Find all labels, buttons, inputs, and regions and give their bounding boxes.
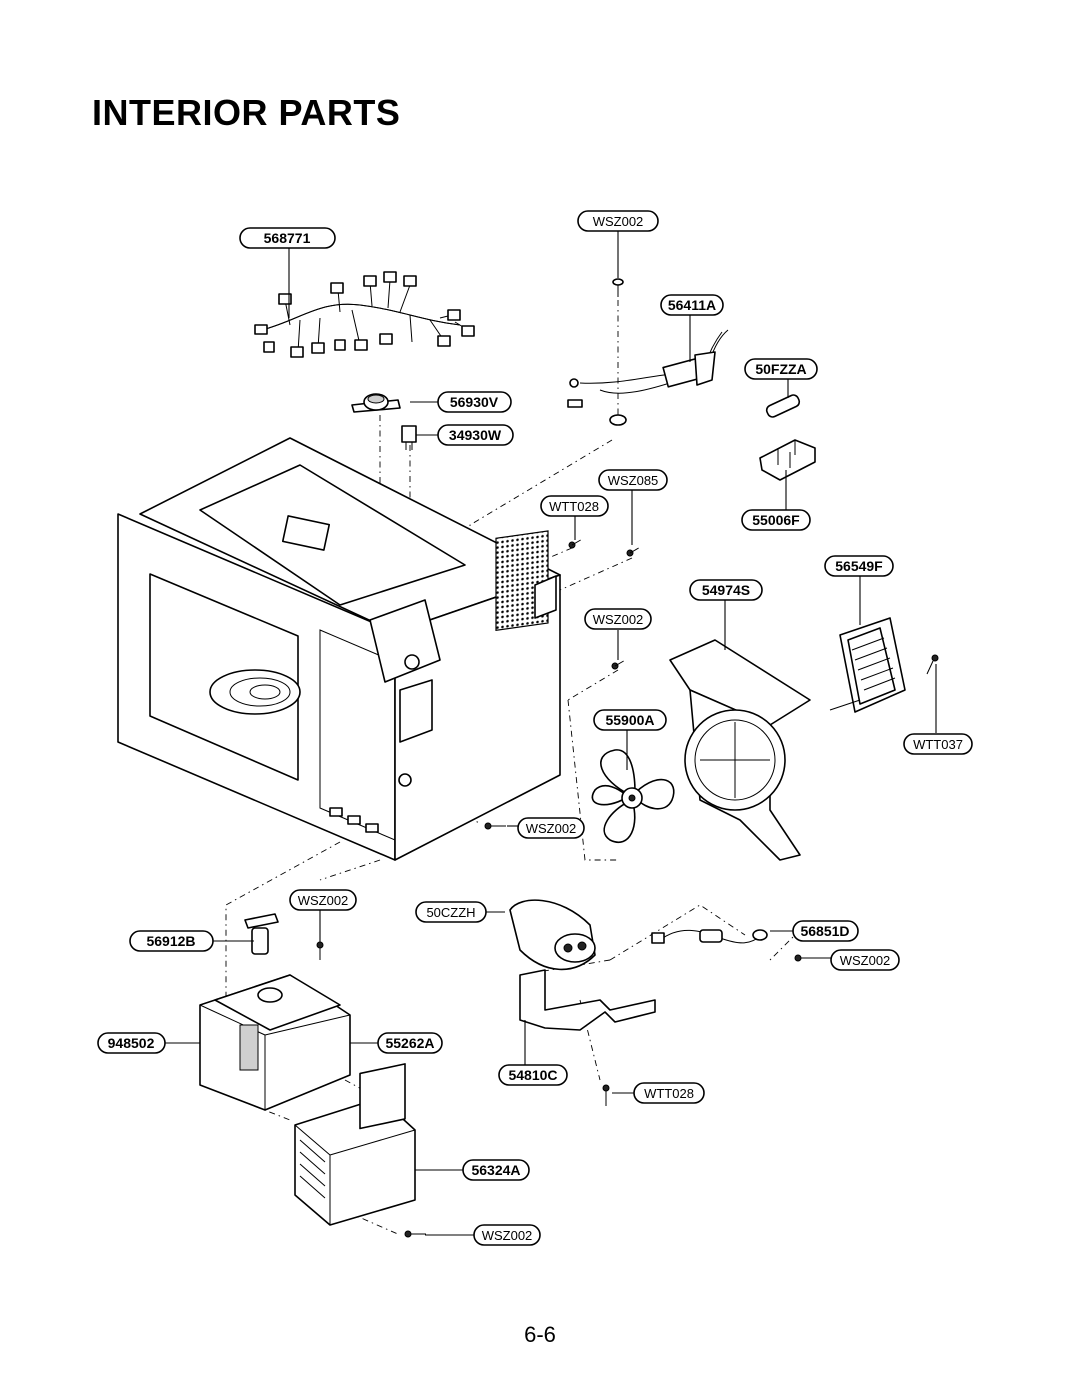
label-text: 56411A	[668, 297, 716, 313]
label-text: WTT028	[549, 499, 599, 514]
capacitor-bracket	[519, 969, 656, 1031]
label-text: WSZ002	[840, 953, 891, 968]
label-screw-lower: WSZ002	[517, 817, 585, 839]
label-text: 55006F	[752, 512, 800, 528]
fan-duct	[669, 639, 811, 861]
label-diode: 56851D	[792, 920, 859, 942]
fan-blade	[591, 749, 675, 843]
magnetron	[294, 1063, 416, 1226]
label-text: 948502	[108, 1035, 155, 1051]
leader-lines	[165, 229, 937, 1236]
top-screw	[612, 278, 624, 297]
label-screw-wtt037: WTT037	[903, 733, 973, 755]
label-fuse-holder: 55006F	[741, 509, 811, 531]
label-top-screw: WSZ002	[577, 210, 659, 232]
label-thermal-fuse-lead: 56411A	[660, 294, 724, 316]
label-transformer: 948502	[97, 1032, 166, 1054]
page-number: 6-6	[524, 1322, 556, 1347]
label-text: WSZ002	[482, 1228, 533, 1243]
label-screw-diode: WSZ002	[830, 949, 900, 971]
label-text: WTT037	[913, 737, 963, 752]
label-trans-bracket: 55262A	[377, 1032, 443, 1054]
label-text: 56324A	[471, 1162, 520, 1178]
transformer	[199, 974, 351, 1111]
label-text: 50CZZH	[426, 905, 475, 920]
fan-motor	[829, 617, 906, 713]
thermal-fuse-lead	[567, 329, 729, 426]
label-screw-trans: WSZ002	[289, 889, 357, 911]
label-text: 55900A	[605, 712, 654, 728]
label-text: 56912B	[146, 933, 195, 949]
oven-cavity	[117, 437, 561, 861]
label-text: WSZ002	[526, 821, 577, 836]
label-text: 56851D	[800, 923, 849, 939]
door-switch	[401, 425, 417, 450]
label-fan-motor: 56549F	[824, 555, 894, 577]
label-trans-mount: 56912B	[129, 930, 214, 952]
label-text: 56549F	[835, 558, 883, 574]
label-switch: 34930W	[437, 424, 514, 446]
page-title: INTERIOR PARTS	[92, 92, 401, 133]
label-text: 55262A	[385, 1035, 434, 1051]
label-fan-blade: 55900A	[593, 709, 667, 731]
screws	[316, 539, 939, 1238]
assembly-lines	[225, 300, 801, 1236]
label-magnetron: 56324A	[462, 1159, 530, 1181]
label-fuse: 50FZZA	[744, 358, 818, 380]
label-text: 56930V	[450, 394, 499, 410]
capacitor	[509, 899, 596, 971]
label-cap-bracket: 54810C	[498, 1064, 568, 1086]
fuse-holder	[759, 439, 816, 481]
label-screw-wsz085: WSZ085	[598, 469, 668, 491]
thermostat	[351, 393, 401, 413]
label-text: 568771	[264, 230, 311, 246]
label-screw-mid: WSZ002	[584, 608, 652, 630]
label-thermostat: 56930V	[437, 391, 512, 413]
label-harness: 568771	[239, 227, 336, 249]
label-text: WSZ002	[593, 612, 644, 627]
label-text: 34930W	[449, 427, 502, 443]
label-text: 50FZZA	[755, 361, 806, 377]
label-text: WTT028	[644, 1086, 694, 1101]
wire-harness	[254, 271, 475, 358]
label-text: WSZ085	[608, 473, 659, 488]
label-text: WSZ002	[298, 893, 349, 908]
label-screw-wtt028-bottom: WTT028	[633, 1082, 705, 1104]
label-screw-bottom: WSZ002	[473, 1224, 541, 1246]
label-text: 54974S	[702, 582, 750, 598]
transformer-mount	[244, 913, 279, 955]
label-capacitor: 50CZZH	[415, 901, 487, 923]
label-fan-duct: 54974S	[689, 579, 763, 601]
hv-diode	[651, 929, 768, 944]
label-screw-wtt028-top: WTT028	[540, 495, 609, 517]
label-text: WSZ002	[593, 214, 644, 229]
fuse	[765, 394, 801, 418]
label-text: 54810C	[508, 1067, 557, 1083]
